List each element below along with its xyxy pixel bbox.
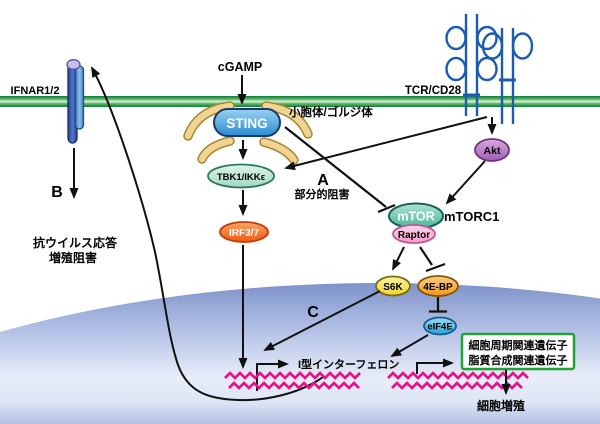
transcription-arrow-ifn <box>256 359 289 391</box>
gene-box <box>460 332 576 371</box>
gene-box-cell-cycle: 細胞周期関連遺伝子 <box>469 338 568 352</box>
gene-box-lipid: 脂質合成関連遺伝子 <box>468 353 568 367</box>
s6k-node <box>375 275 411 297</box>
cd28-receptor <box>481 28 534 124</box>
partial-inhibition-label: 部分的阻害 <box>295 187 350 201</box>
tbk1-label: TBK1/IKKε <box>217 172 266 183</box>
s6k-label: S6K <box>383 282 403 293</box>
mtor-label: mTOR <box>397 210 434 224</box>
tcr-cd28-label: TCR/CD28 <box>405 85 462 97</box>
interferon-feedback-arrow <box>91 66 324 402</box>
ifnar-label: IFNAR1/2 <box>11 85 60 97</box>
label-b: B <box>51 184 63 201</box>
tcr-receptor <box>445 14 498 116</box>
irf37-node <box>219 221 269 243</box>
cell-proliferation-label: 細胞増殖 <box>477 398 525 413</box>
raptor-label: Raptor <box>398 230 430 241</box>
inhibition-4ebp-to-eif4e <box>429 297 447 313</box>
plasma-membrane <box>0 96 600 107</box>
type1-interferon-label: I型インターフェロン <box>298 357 399 371</box>
arrow-eif4e-to-mrna <box>390 334 429 358</box>
raptor-node <box>392 224 436 244</box>
arrow-akt-to-mtor <box>445 160 486 205</box>
4ebp-label: 4E-BP <box>423 282 453 293</box>
cgamp-label: cGAMP <box>218 60 262 74</box>
tbk1-node <box>207 163 275 189</box>
nucleus <box>0 283 600 424</box>
mrna-right <box>387 371 529 390</box>
inhibition-sting-to-mtorc1 <box>284 126 396 214</box>
inhibition-mtorc1-to-4ebp <box>419 246 446 273</box>
ifnar-receptor <box>66 59 85 144</box>
antiviral-response-label: 抗ウイルス応答 <box>33 235 118 250</box>
sting-label: STING <box>226 116 267 131</box>
growth-inhibition-label: 増殖阻害 <box>49 250 97 265</box>
sting-node <box>213 108 281 137</box>
akt-label: Akt <box>484 145 501 157</box>
irf37-label: IRF3/7 <box>229 228 259 239</box>
arrow-mtorc1-to-s6k <box>392 246 405 271</box>
akt-node <box>474 138 510 162</box>
er-golgi-membranes <box>183 101 313 165</box>
arrow-tcr-to-tbk1 <box>284 116 488 171</box>
mrna-left <box>224 371 361 390</box>
label-c: C <box>307 304 319 321</box>
4ebp-node <box>417 275 459 297</box>
label-a: A <box>317 172 329 189</box>
transcription-arrow-genes <box>416 358 454 374</box>
receptor-cap <box>66 59 81 70</box>
mtorc1-label: mTORC1 <box>444 209 499 224</box>
eif4e-node <box>423 316 457 336</box>
eif4e-label: eIF4E <box>427 322 452 333</box>
er-golgi-label: 小胞体/ゴルジ体 <box>288 105 373 119</box>
arrow-s6k-to-mrna <box>263 290 381 351</box>
